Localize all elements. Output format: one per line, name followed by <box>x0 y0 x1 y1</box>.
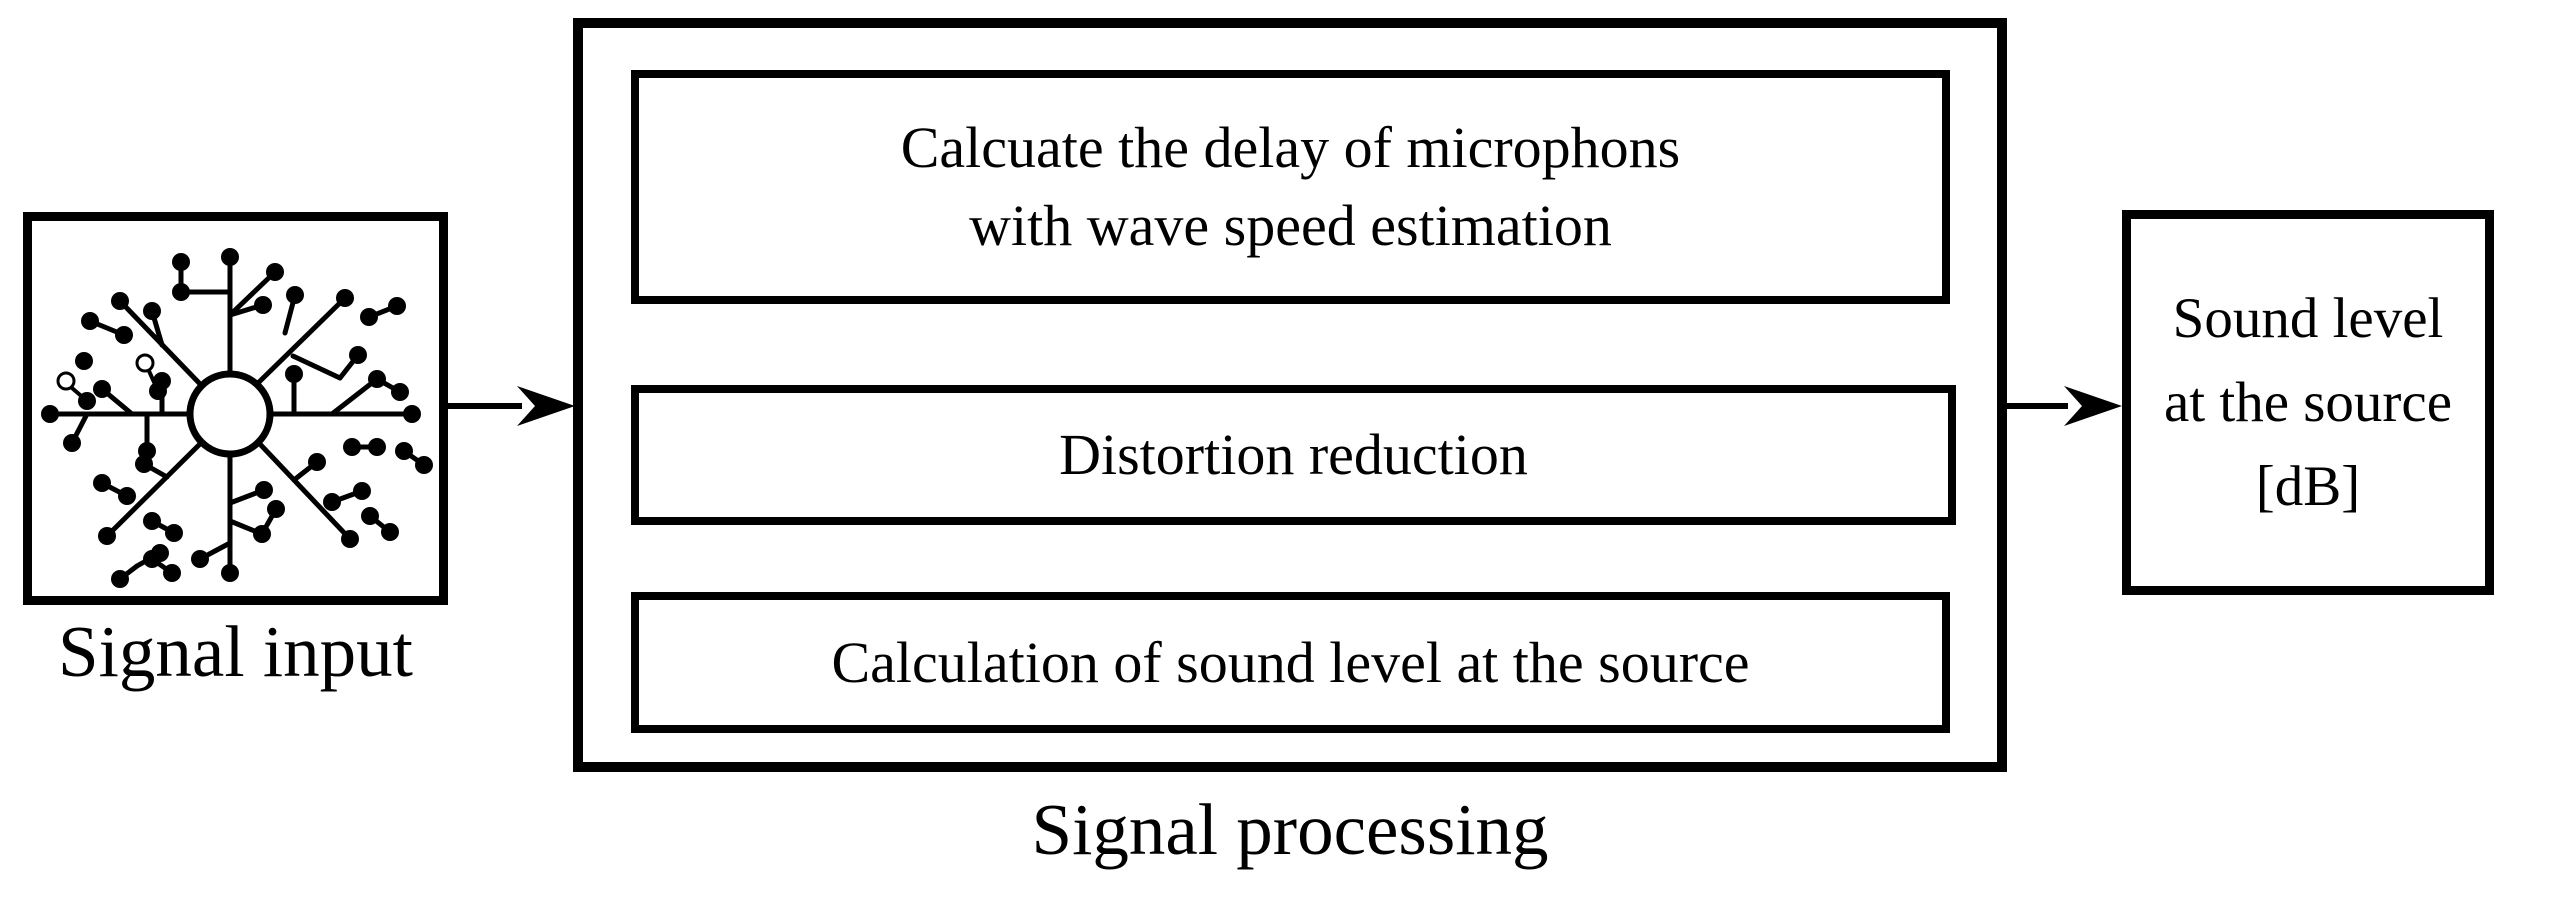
microphone-dots <box>41 248 433 588</box>
signal-input-box <box>23 212 448 605</box>
signal-processing-label: Signal processing <box>1031 789 1549 870</box>
step-delay-line-2: with wave speed estimation <box>969 193 1612 258</box>
microphone-array-graphic <box>41 248 433 588</box>
step-delay-line-1: Calcuate the delay of microphons <box>900 115 1681 180</box>
arrow-input-to-processing <box>448 386 575 426</box>
step-sound-level-calculation-box: Calculation of sound level at the source <box>631 592 1950 733</box>
step-distortion-label: Distortion reduction <box>1059 422 1528 487</box>
arrow-processing-to-output <box>2007 386 2122 426</box>
array-center-ring <box>186 370 274 458</box>
sound-level-output-box: Sound level at the source [dB] <box>2122 210 2494 595</box>
signal-input-label: Signal input <box>58 611 413 692</box>
output-line-3: [dB] <box>2255 454 2361 518</box>
step-delay-estimation-box: Calcuate the delay of microphons with wa… <box>631 70 1950 304</box>
step-distortion-reduction-box: Distortion reduction <box>631 385 1956 525</box>
output-line-1: Sound level <box>2172 286 2444 350</box>
step-calculation-label: Calculation of sound level at the source <box>831 629 1750 695</box>
output-line-2: at the source <box>2163 370 2453 434</box>
